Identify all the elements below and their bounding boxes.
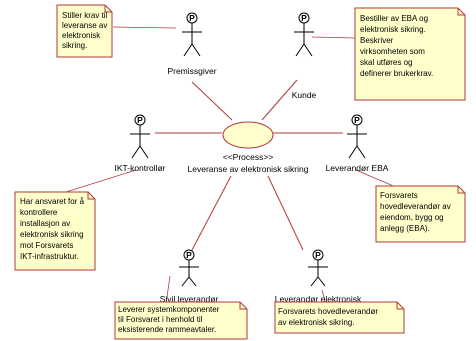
note-line: IKT-infrastruktur.: [20, 252, 79, 261]
note-line: kontrollere: [20, 208, 58, 217]
actor-label: Sivil leverandør: [160, 294, 219, 304]
actor-badge: P: [354, 115, 360, 125]
note-line: Forsvarets hovedleverandør: [278, 307, 378, 316]
note-line: elektronisk: [62, 31, 101, 40]
process-stereotype: <<Process>>: [223, 152, 274, 162]
note-line: sikring.: [62, 41, 87, 50]
note-es[interactable]: Forsvarets hovedleverandør av elektronis…: [274, 301, 405, 334]
actor-figure-icon: [179, 249, 199, 287]
note-kunde[interactable]: Bestiller av EBA og elektronisk sikring.…: [354, 7, 466, 101]
actor-label: Leverandør EBA: [326, 163, 389, 173]
note-line: eksisterende rammeavtaler.: [118, 325, 216, 334]
association-es: [267, 175, 304, 251]
actor-figure-icon: [294, 12, 314, 57]
note-line: Har ansvaret for å: [20, 197, 85, 206]
actor-figure-icon: [182, 12, 202, 57]
note-line: Bestiller av EBA og: [360, 14, 428, 23]
note-line: hovedleverandør av: [380, 202, 451, 211]
note-line: Stiller krav til: [62, 11, 108, 20]
note-line: eiendom, bygg og: [380, 213, 444, 222]
process-node[interactable]: <<Process>> Leveranse av elektronisk sik…: [188, 121, 309, 174]
note-line: installasjon av: [20, 219, 70, 228]
actor-badge: P: [315, 250, 321, 260]
process-ellipse: [222, 121, 274, 149]
actor-figure-icon: [347, 114, 367, 159]
association-sivil: [191, 175, 232, 251]
actor-badge: P: [137, 115, 143, 125]
note-line: elektronisk sikring.: [360, 25, 426, 34]
note-line: elektronisk sikring: [20, 230, 84, 239]
note-line: Leverer systemkomponenter: [118, 305, 220, 314]
actor-figure-icon: [308, 249, 328, 287]
process-name: Leveranse av elektronisk sikring: [188, 164, 309, 174]
actor-badge: P: [189, 13, 195, 23]
note-line: Forsvarets: [380, 191, 418, 200]
note-line: skal utføres og: [360, 58, 412, 67]
actor-label-line-1: Leverandør elektronisk: [275, 294, 362, 304]
actor-badge: P: [186, 250, 192, 260]
note-line: Beskriver: [360, 36, 394, 45]
actor-premissgiver[interactable]: P Premissgiver: [167, 12, 217, 76]
association-kunde: [261, 79, 298, 121]
note-premissgiver[interactable]: Stiller krav til leveranse av elektronis…: [56, 4, 113, 58]
actor-label: Kunde: [292, 90, 317, 100]
note-line: virksomheten som: [360, 47, 425, 56]
note-eba[interactable]: Forsvarets hovedleverandør av eiendom, b…: [375, 185, 466, 243]
note-line: mot Forsvarets: [20, 241, 73, 250]
actor-kunde[interactable]: P Kunde: [292, 12, 317, 100]
note-sivil[interactable]: Leverer systemkomponenter til Forsvaret …: [114, 301, 248, 340]
note-line: av elektronisk sikring.: [278, 318, 354, 327]
note-line: definerer brukerkrav.: [360, 69, 433, 78]
actor-sivil[interactable]: P Sivil leverandør: [160, 249, 219, 304]
associations: [155, 79, 343, 251]
note-line: til Forsvaret i henhold til: [118, 315, 203, 324]
note-line: anlegg (EBA).: [380, 224, 430, 233]
actor-badge: P: [301, 13, 307, 23]
actor-ikt[interactable]: P IKT-kontrollør: [114, 114, 166, 173]
note-ikt[interactable]: Har ansvaret for å kontrollere installas…: [14, 191, 96, 271]
actor-figure-icon: [130, 114, 150, 159]
actor-label: IKT-kontrollør: [114, 163, 165, 173]
association-premissgiver: [191, 81, 233, 121]
actor-label: Premissgiver: [167, 66, 216, 76]
actor-eba[interactable]: P Leverandør EBA: [326, 114, 389, 173]
note-line: leveranse av: [62, 21, 107, 30]
